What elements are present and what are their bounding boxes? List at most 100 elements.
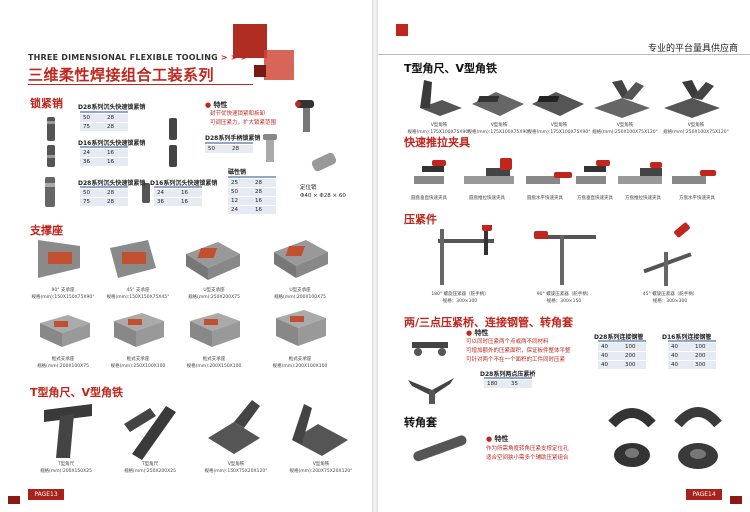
clamp-image-4 xyxy=(576,160,610,184)
press-180-image xyxy=(438,225,494,285)
frame-support-image-4 xyxy=(276,310,326,346)
corner-sleeve-image-4 xyxy=(678,443,718,469)
tv-right-cap-4: V型角铁规格(mm):250X100X75X120° xyxy=(592,123,658,135)
press-cap-3: 45° 螺旋压紧器（舵手柄）规格：300×300 xyxy=(642,292,698,304)
clamp-image-6 xyxy=(672,170,716,184)
press-cap-1: 180° 螺旋压紧器（舵手柄）规格：300×300 xyxy=(431,292,489,304)
pin-image-3 xyxy=(45,177,55,207)
tv-cap-2: T型角尺规格(mm):250X200X25 xyxy=(124,462,176,474)
pin-image-5 xyxy=(169,145,177,167)
support-cap-5: 框式支承座规格(mm):200X100X75 xyxy=(37,357,89,369)
locator-pin-image xyxy=(311,152,337,172)
pipe-image xyxy=(413,435,467,462)
support-u-image-2 xyxy=(274,240,328,278)
support-cap-6: 框式支承座规格(mm):250X100X100 xyxy=(110,357,166,369)
press-45-image xyxy=(643,222,692,286)
support-90-image xyxy=(38,240,80,278)
section-support: 支撑座 xyxy=(30,224,63,237)
press-cap-2: 90° 螺旋压紧器（舵手柄）规格：300×150 xyxy=(536,292,592,304)
v-angle-image-r1 xyxy=(420,80,462,116)
pin-image-4 xyxy=(169,118,177,140)
pin-image-6 xyxy=(142,183,150,203)
corner-sleeve-image-2 xyxy=(674,407,722,428)
corner-feature-title: ● 特性 xyxy=(486,435,509,443)
press-90-image xyxy=(534,231,596,285)
handle-pin-image xyxy=(295,100,314,132)
support-cap-2: 45° 支承座规格(mm):150X150X75X45° xyxy=(106,288,170,300)
page-gutter xyxy=(372,0,378,512)
support-45-image xyxy=(110,240,156,278)
d28-knob-title: D28系列沉头快速锁紧销 xyxy=(78,180,146,187)
header-line-right xyxy=(378,54,750,55)
clamp-cap-3: 圆盘水平快速夹具 xyxy=(527,196,563,201)
tv-right-cap-1: V型角铁规格(mm):175X100X75X90° xyxy=(407,123,471,135)
d28-handle-title: D28系列手柄锁紧销 xyxy=(205,135,261,142)
d28-lock-title: D28系列沉头快速锁紧销 xyxy=(78,104,146,111)
clamp-cap-1: 圆盘垂直快速夹具 xyxy=(411,196,447,201)
corner-feature-list: 作为所需角度转角压紧支撑定位孔 适合空间狭小需多个辅助压紧组合 xyxy=(486,446,569,461)
knob-pin-image xyxy=(263,134,277,162)
section-press: 压紧件 xyxy=(404,213,437,226)
tv-right-cap-3: V型角铁规格(mm):175X100X75X90° xyxy=(527,123,591,135)
tv-cap-4: V型角铁规格(mm):200X75X20X120° xyxy=(289,462,353,474)
section-lock-pins: 锁紧销 xyxy=(30,97,63,110)
section-tv-left: T型角尺、V型角铁 xyxy=(30,386,124,399)
corner-sleeve-image-1 xyxy=(608,408,656,428)
frame-support-image-2 xyxy=(114,313,164,347)
tagline: 专业的平台量具供应商 xyxy=(647,44,738,54)
decor-square-1 xyxy=(233,24,267,58)
clamp-cap-4: 方盘垂直快速夹具 xyxy=(577,196,613,201)
clamp-image-5 xyxy=(618,162,662,184)
decor-square-2 xyxy=(264,50,294,80)
clamp-image-3 xyxy=(526,172,572,184)
frame-support-image-3 xyxy=(190,313,240,347)
tv-cap-1: T型角尺规格(mm):200X150X25 xyxy=(40,462,92,474)
corner-sleeve-image-3 xyxy=(614,443,650,467)
bridge-feature-title: ● 特性 xyxy=(466,329,489,337)
v-angle-image-r3 xyxy=(532,92,584,116)
support-u-image-1 xyxy=(186,242,240,280)
v-angle-image-1 xyxy=(208,400,260,454)
bridge-feature-list: 可以同时压紧两个点或两不同材料 可增加额外的压紧面积，保证板件整体平整 可针对两… xyxy=(466,339,571,363)
tv-right-cap-5: V型角铁规格(mm):250X100X75X120° xyxy=(663,123,729,135)
section-bridge: 两/三点压紧桥、连接钢管、转角套 xyxy=(404,316,574,329)
pin-image-1 xyxy=(47,117,55,141)
title-en: THREE DIMENSIONAL FLEXIBLE TOOLING > > > xyxy=(28,53,248,62)
t-square-image-2 xyxy=(124,406,176,460)
d16-knob-title: D16系列沉头快速锁紧销 xyxy=(150,180,218,187)
v-angle-image-r4 xyxy=(594,80,650,118)
clamp-cap-2: 圆盘推拉快速夹具 xyxy=(469,196,505,201)
support-cap-3: U型支承座规格(mm):250X200X75 xyxy=(188,288,240,300)
support-cap-8: 框式支承座规格(mm):200X100X100 xyxy=(272,357,328,369)
clamp-cap-5: 方盘推拉快速夹具 xyxy=(625,196,661,201)
support-cap-1: 90° 支承座规格(mm):150X150X75X90° xyxy=(31,288,95,300)
d16-lock-title: D16系列沉头快速锁紧销 xyxy=(78,140,146,147)
section-corner-sleeve: 转角套 xyxy=(404,416,437,429)
frame-support-image-1 xyxy=(40,315,90,347)
bridge-image-1 xyxy=(412,342,448,356)
v-angle-image-r2 xyxy=(472,92,524,116)
tv-cap-3: V型角铁规格(mm):150X75X20X120° xyxy=(204,462,268,474)
lock-feature-list: 封节优快速锁紧和拆卸 可调压紧力，扩大锁紧范围 xyxy=(210,111,277,126)
locator-pin-spec: Φ40 × Φ28 × 60 xyxy=(300,193,346,199)
page-number-left: PAGE13 xyxy=(28,489,64,500)
clamp-image-1 xyxy=(414,160,446,184)
corner-mark-right xyxy=(730,496,742,504)
pin-image-2 xyxy=(47,145,55,167)
clamp-image-2 xyxy=(464,158,514,184)
d16-pipe-title: D16系列连接钢管 xyxy=(662,334,712,341)
magnetic-pin-title: 磁性销 xyxy=(228,169,247,176)
t-square-image-1 xyxy=(44,404,92,458)
right-page: 专业的平台量具供应商 T型角尺、V型角铁 V型角铁规格(mm):175X100X… xyxy=(378,0,750,512)
clamp-cap-6: 方盘水平快速夹具 xyxy=(679,196,715,201)
section-tv-right: T型角尺、V型角铁 xyxy=(404,62,498,75)
decor-square-4 xyxy=(396,24,408,36)
section-quick-clamp: 快速推拉夹具 xyxy=(404,136,470,149)
support-cap-4: U型支承座规格(mm):200X100X75 xyxy=(274,288,326,300)
